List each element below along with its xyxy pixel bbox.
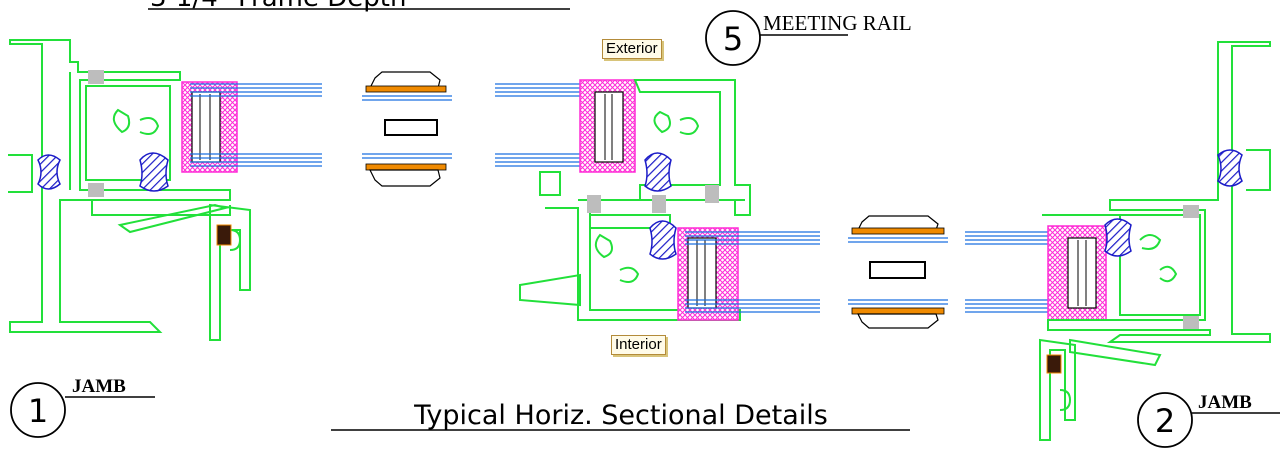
right-jamb-frame	[1039, 41, 1271, 441]
meeting-rail-glass-lower	[685, 231, 820, 313]
svg-text:JAMB: JAMB	[1198, 392, 1252, 413]
svg-text:1: 1	[28, 392, 48, 430]
left-jamb-frame	[8, 39, 251, 341]
interior-tag: Interior	[611, 335, 666, 355]
right-weatherstrip	[1217, 149, 1243, 187]
left-gasket-top	[88, 70, 104, 84]
exterior-tag: Exterior	[602, 39, 662, 59]
svg-text:MEETING RAIL: MEETING RAIL	[763, 11, 912, 35]
left-glass-upper	[190, 83, 322, 97]
left-weatherstrip	[37, 154, 61, 190]
meeting-rail-bead-lower	[649, 220, 677, 260]
callout-2: 2 JAMB	[1137, 392, 1280, 448]
left-spacer-core	[191, 91, 221, 163]
callout-5: 5 MEETING RAIL	[705, 10, 912, 66]
right-glass-break	[848, 215, 948, 329]
callout-1: 1 JAMB	[10, 376, 155, 438]
right-screw-icon	[1046, 354, 1062, 374]
left-gasket-bottom	[88, 183, 104, 197]
right-glazing-bead	[1104, 218, 1132, 257]
left-glass-lower	[190, 153, 322, 167]
meeting-rail-bead-upper	[644, 152, 672, 192]
drawing-caption: Typical Horiz. Sectional Details	[413, 400, 828, 431]
svg-text:JAMB: JAMB	[72, 376, 126, 397]
svg-text:2: 2	[1155, 402, 1175, 440]
header-partial-text: 3-1/4" Frame Depth	[150, 0, 406, 13]
left-glass-break	[362, 71, 452, 187]
left-screw-icon	[216, 224, 232, 246]
svg-text:5: 5	[723, 20, 743, 58]
left-glazing-bead	[139, 152, 169, 192]
